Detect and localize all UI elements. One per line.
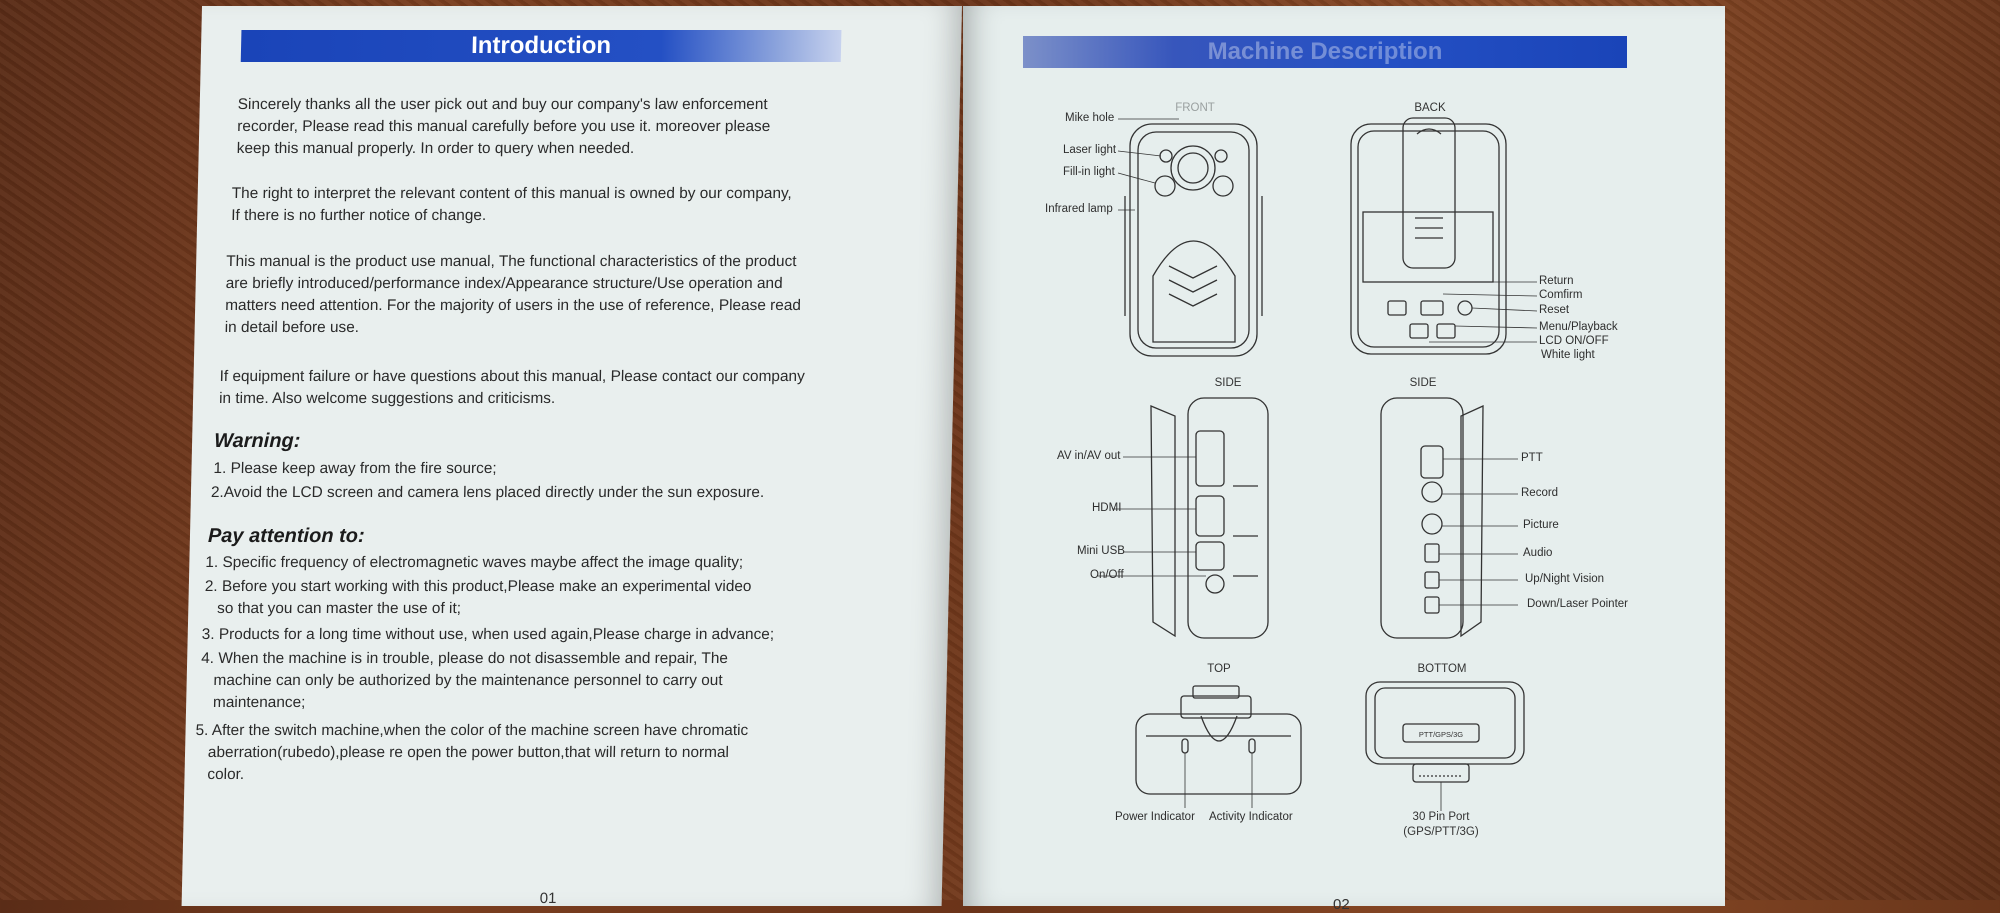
label-picture: Picture xyxy=(1523,519,1559,531)
side-left-view-drawing xyxy=(1150,397,1269,639)
label-activity-indicator: Activity Indicator xyxy=(1209,811,1293,823)
label-up-night-vision: Up/Night Vision xyxy=(1525,573,1605,585)
label-lcd-on-off: LCD ON/OFF xyxy=(1539,335,1609,347)
attention-item-2: 2. Before you start working with this pr… xyxy=(204,578,752,617)
attention-item-5: 5. After the switch machine,when the col… xyxy=(194,722,749,783)
label-return: Return xyxy=(1539,275,1574,287)
label-record: Record xyxy=(1521,487,1559,499)
side-right-view-title: SIDE xyxy=(1409,377,1437,389)
bottom-view-title: BOTTOM xyxy=(1417,663,1467,675)
label-power-indicator: Power Indicator xyxy=(1115,811,1195,823)
right-page: Machine Description xyxy=(963,6,1725,913)
label-30-pin-port: 30 Pin Port xyxy=(1412,811,1470,823)
label-fill-in-light: Fill-in light xyxy=(1063,166,1115,178)
side-right-view-drawing xyxy=(1380,397,1484,639)
attention-item-4: 4. When the machine is in trouble, pleas… xyxy=(200,650,729,711)
intro-paragraph-4: If equipment failure or have questions a… xyxy=(218,368,805,407)
label-comfirm: Comfirm xyxy=(1539,289,1583,301)
intro-paragraph-2: The right to interpret the relevant cont… xyxy=(231,185,793,224)
label-audio: Audio xyxy=(1523,547,1553,559)
label-hdmi: HDMI xyxy=(1092,502,1122,514)
label-on-off: On/Off xyxy=(1090,569,1124,581)
label-av-in-av-out: AV in/AV out xyxy=(1057,450,1121,462)
back-view-title: BACK xyxy=(1414,102,1446,114)
warning-item-2: 2.Avoid the LCD screen and camera lens p… xyxy=(210,484,765,501)
left-page: Introduction Sincerely thanks all the us… xyxy=(181,6,962,907)
side-left-view-title: SIDE xyxy=(1214,377,1242,389)
attention-item-3: 3. Products for a long time without use,… xyxy=(201,626,775,643)
top-view-title: TOP xyxy=(1207,663,1231,675)
introduction-title: Introduction xyxy=(240,30,842,62)
attention-heading: Pay attention to: xyxy=(207,525,365,547)
label-white-light: White light xyxy=(1541,349,1595,361)
front-view-title: FRONT xyxy=(1175,102,1215,114)
intro-paragraph-1: Sincerely thanks all the user pick out a… xyxy=(236,96,771,157)
label-down-laser-pointer: Down/Laser Pointer xyxy=(1527,598,1628,610)
front-view-drawing xyxy=(1124,123,1263,357)
back-view-drawing xyxy=(1350,117,1507,355)
top-view-drawing xyxy=(1135,685,1302,795)
machine-description-title: Machine Description xyxy=(1023,36,1627,68)
label-infrared-lamp: Infrared lamp xyxy=(1045,203,1113,215)
bottom-connector-label: PTT/GPS/3G xyxy=(1419,730,1463,739)
device-diagrams: PTT/GPS/3G xyxy=(1098,117,1538,811)
label-menu-playback: Menu/Playback xyxy=(1539,321,1618,333)
label-mike-hole: Mike hole xyxy=(1065,112,1115,124)
label-gps-ptt-3g: (GPS/PTT/3G) xyxy=(1403,826,1479,838)
warning-heading: Warning: xyxy=(213,430,301,452)
bottom-view-drawing xyxy=(1365,681,1525,783)
attention-item-1: 1. Specific frequency of electromagnetic… xyxy=(205,554,744,571)
warning-item-1: 1. Please keep away from the fire source… xyxy=(213,460,497,477)
label-mini-usb: Mini USB xyxy=(1077,545,1125,557)
label-reset: Reset xyxy=(1539,304,1570,316)
label-laser-light: Laser light xyxy=(1063,144,1117,156)
page-number-right: 02 xyxy=(1333,896,1350,913)
page-number-left: 01 xyxy=(539,890,557,907)
label-ptt: PTT xyxy=(1521,452,1543,464)
intro-paragraph-3: This manual is the product use manual, T… xyxy=(224,253,802,336)
